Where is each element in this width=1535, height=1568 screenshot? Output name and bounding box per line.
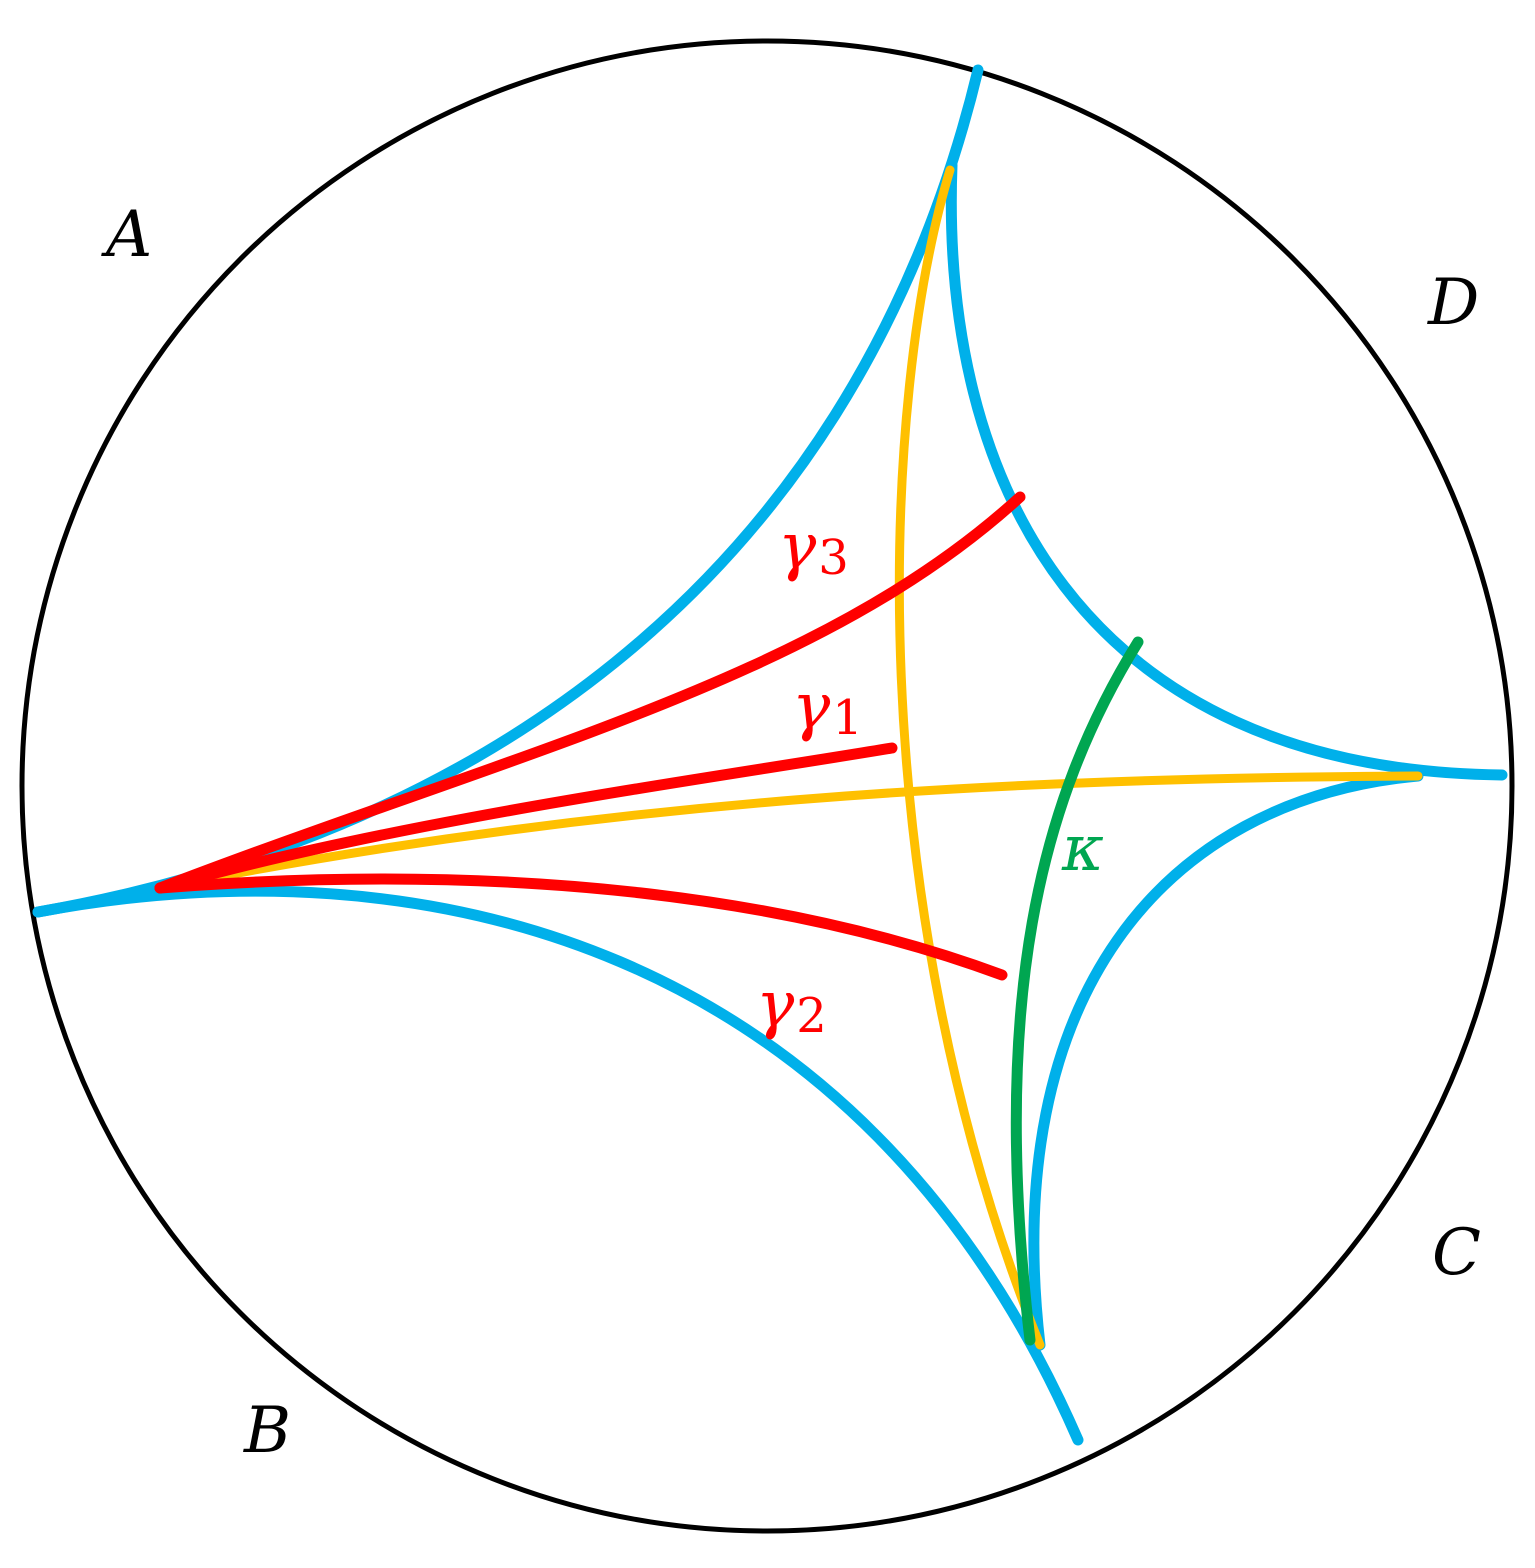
label-gamma1: γ1 <box>792 670 863 746</box>
red-curves <box>154 491 1026 981</box>
label-A: A <box>101 198 152 272</box>
yellow-curves <box>155 165 1423 1350</box>
label-kappa: κ <box>1061 812 1104 886</box>
label-B: B <box>243 1394 291 1468</box>
label-D: D <box>1427 266 1479 340</box>
geodesic-top-right <box>945 159 1508 781</box>
yellow-horizontal-curve <box>155 771 1423 893</box>
blue-geodesics <box>32 64 1508 1446</box>
label-gamma3: γ3 <box>778 510 849 586</box>
curve-gamma-2 <box>154 873 1008 981</box>
yellow-vertical-curve <box>894 165 1045 1350</box>
geodesic-left-top <box>32 64 984 918</box>
geodesic-bottom-right <box>1028 770 1424 1351</box>
curve-kappa <box>1010 636 1144 1346</box>
curve-gamma-3 <box>154 491 1026 894</box>
label-gamma2: γ2 <box>756 968 827 1044</box>
label-C: C <box>1432 1216 1481 1290</box>
curve-gamma-1 <box>154 742 898 894</box>
disk-boundary <box>19 38 1515 1534</box>
geodesic-left-bottom <box>32 885 1084 1446</box>
